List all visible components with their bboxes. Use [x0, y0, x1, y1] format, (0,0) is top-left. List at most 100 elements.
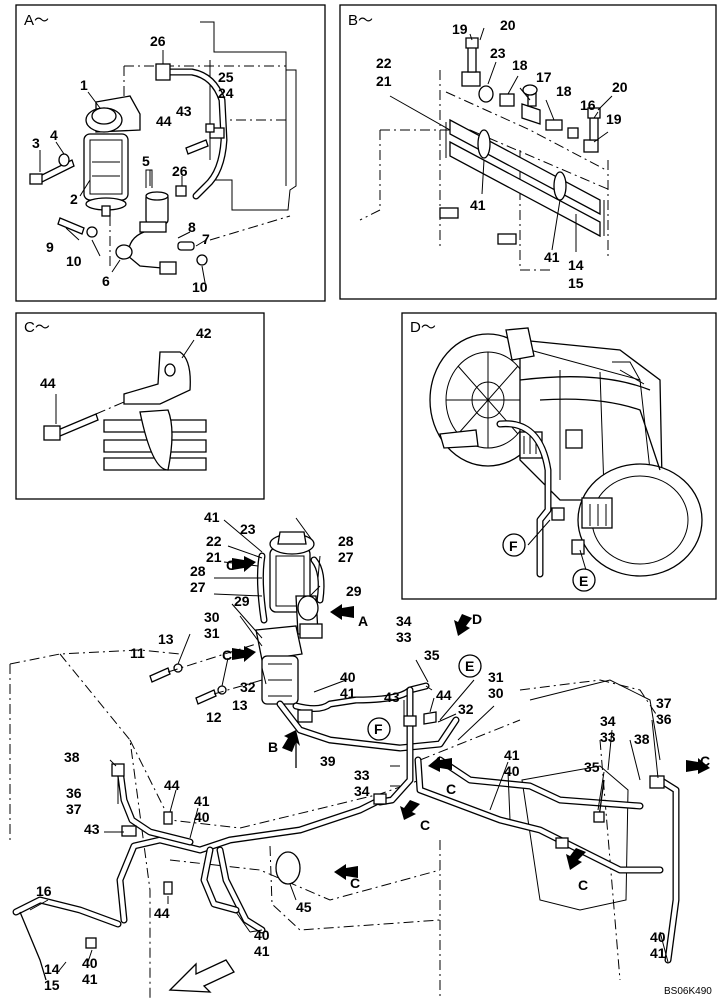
panel-b-frame	[339, 4, 717, 300]
label: 13	[158, 631, 174, 647]
label: 41	[254, 943, 270, 959]
clamp-32	[297, 709, 313, 723]
label: 2	[70, 191, 78, 207]
label: 37	[656, 695, 672, 711]
label: 35	[424, 647, 440, 663]
label: F	[509, 538, 518, 554]
label: 31	[488, 669, 504, 685]
ref-circle-e-main	[458, 654, 482, 678]
engine-illustration	[429, 327, 703, 577]
clamp-c1	[373, 793, 387, 805]
label: 21	[206, 549, 222, 565]
washer-10b	[196, 254, 208, 266]
label: 41	[204, 509, 220, 525]
arrow-c-2	[232, 646, 256, 662]
clamp-f	[403, 715, 417, 727]
spacer-7	[177, 241, 195, 251]
label: D	[472, 611, 482, 627]
label: 5	[142, 153, 150, 169]
pipe-lower	[449, 140, 601, 238]
label: 31	[204, 625, 220, 641]
label: 32	[458, 701, 474, 717]
washer-4	[58, 153, 70, 167]
label: C	[350, 875, 360, 891]
drawing-code: BS06K490	[664, 986, 712, 997]
panel-a-frame	[15, 4, 326, 302]
arrow-c-3	[428, 756, 452, 772]
label: 19	[452, 21, 468, 37]
label: 13	[232, 697, 248, 713]
label: 32	[240, 679, 256, 695]
label: 34	[600, 713, 616, 729]
panel-b: B～ 20 19	[339, 4, 717, 300]
ref-circle-e	[572, 568, 596, 592]
main-assembly-view: 41 23 22 21 28 27 28 27 29 29 A 30 31 13…	[9, 509, 712, 1000]
bolt-12	[195, 689, 217, 705]
label: 44	[164, 777, 180, 793]
panel-d: D～ F E	[401, 312, 717, 600]
label: 43	[176, 103, 192, 119]
ref-circle-f-main	[367, 717, 391, 741]
label: 30	[488, 685, 504, 701]
panel-a: A～	[15, 4, 326, 302]
label: E	[579, 573, 588, 589]
label: 36	[656, 711, 672, 727]
label: 22	[206, 533, 222, 549]
label: 1	[80, 77, 88, 93]
label: 24	[218, 85, 234, 101]
label: 20	[612, 79, 628, 95]
label: 12	[206, 709, 222, 725]
label: 42	[196, 325, 212, 341]
bracket-42	[123, 351, 191, 405]
main-water-separator	[255, 625, 303, 705]
bolt-44a	[185, 139, 209, 155]
label: 38	[64, 749, 80, 765]
label: 40	[504, 763, 520, 779]
label: 20	[500, 17, 516, 33]
label: 14	[44, 961, 60, 977]
label: 45	[296, 899, 312, 915]
label: C	[222, 647, 232, 663]
label: 34	[354, 783, 370, 799]
arrow-c-5	[566, 848, 586, 870]
hose-clamp	[155, 63, 171, 81]
centerline-a	[123, 65, 286, 121]
label: 34	[396, 613, 412, 629]
label: 36	[66, 785, 82, 801]
label: 26	[150, 33, 166, 49]
panel-d-title: D～	[410, 319, 436, 336]
label: 28	[338, 533, 354, 549]
pipe-c3	[103, 457, 207, 471]
clamp-41a	[477, 129, 491, 159]
label: 35	[584, 759, 600, 775]
label: 23	[490, 45, 506, 61]
arrow-b	[282, 730, 300, 752]
label: 41	[504, 747, 520, 763]
panel-a-title: A～	[24, 12, 49, 29]
label: 33	[600, 729, 616, 745]
label: 44	[154, 905, 170, 921]
bolt-44d	[423, 711, 437, 725]
block-b	[497, 233, 517, 245]
centerline-a2	[109, 215, 291, 270]
label: 16	[36, 883, 52, 899]
clamp-43	[121, 825, 137, 837]
clamp-38	[111, 763, 125, 777]
clip	[209, 127, 225, 139]
arrow-a	[330, 604, 354, 620]
label: C	[226, 557, 236, 573]
connector-assembly	[461, 37, 601, 153]
label: C	[700, 753, 710, 769]
main-fuel-filter	[269, 531, 319, 635]
label: 15	[44, 977, 60, 993]
bolt-11	[149, 667, 171, 683]
pump-fitting	[299, 623, 323, 639]
label: C	[420, 817, 430, 833]
label: 3	[32, 135, 40, 151]
label: 26	[172, 163, 188, 179]
label: 38	[634, 731, 650, 747]
mounting-bracket	[200, 21, 297, 211]
grommet-6	[115, 244, 133, 260]
block-a	[439, 207, 459, 219]
